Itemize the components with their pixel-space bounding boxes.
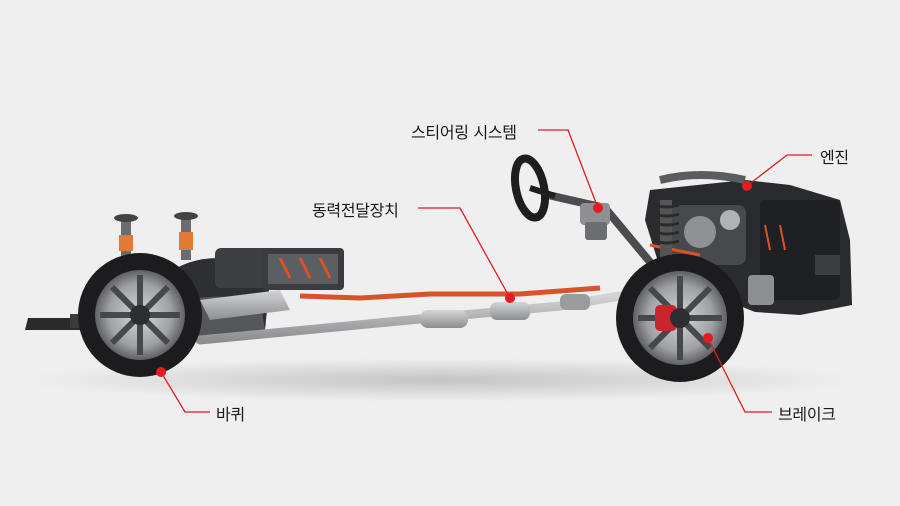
steering-wheel-icon: [510, 154, 556, 222]
callout-dot-wheel: [156, 367, 166, 377]
callout-dot-steering: [593, 203, 603, 213]
label-engine: 엔진: [820, 148, 849, 167]
callout-line-brake: [707, 337, 772, 413]
callout-dot-brake: [703, 333, 713, 343]
label-wheel: 바퀴: [216, 405, 245, 424]
drive-cable: [299, 285, 601, 301]
rear-wheel: [78, 253, 202, 377]
label-steering-system: 스티어링 시스템: [411, 123, 517, 142]
brake-caliper: [655, 305, 677, 331]
callout-dot-engine: [742, 181, 752, 191]
callout-line-engine: [746, 154, 812, 187]
label-drivetrain: 동력전달장치: [312, 201, 399, 220]
rear-electronics-pack: [262, 248, 344, 290]
label-brake: 브레이크: [778, 405, 836, 424]
callout-line-wheel: [160, 371, 210, 413]
callout-line-steering: [538, 129, 599, 209]
callout-line-drivetrain: [418, 207, 511, 299]
front-suspension: [654, 200, 680, 258]
callout-dots: [156, 181, 752, 377]
rear-shock-absorbers: [114, 212, 198, 260]
front-wheel: [616, 254, 744, 382]
exhaust-system: [195, 291, 625, 345]
callout-lines: [160, 129, 812, 413]
callout-dot-drivetrain: [505, 293, 515, 303]
steering-assembly: [510, 154, 654, 266]
